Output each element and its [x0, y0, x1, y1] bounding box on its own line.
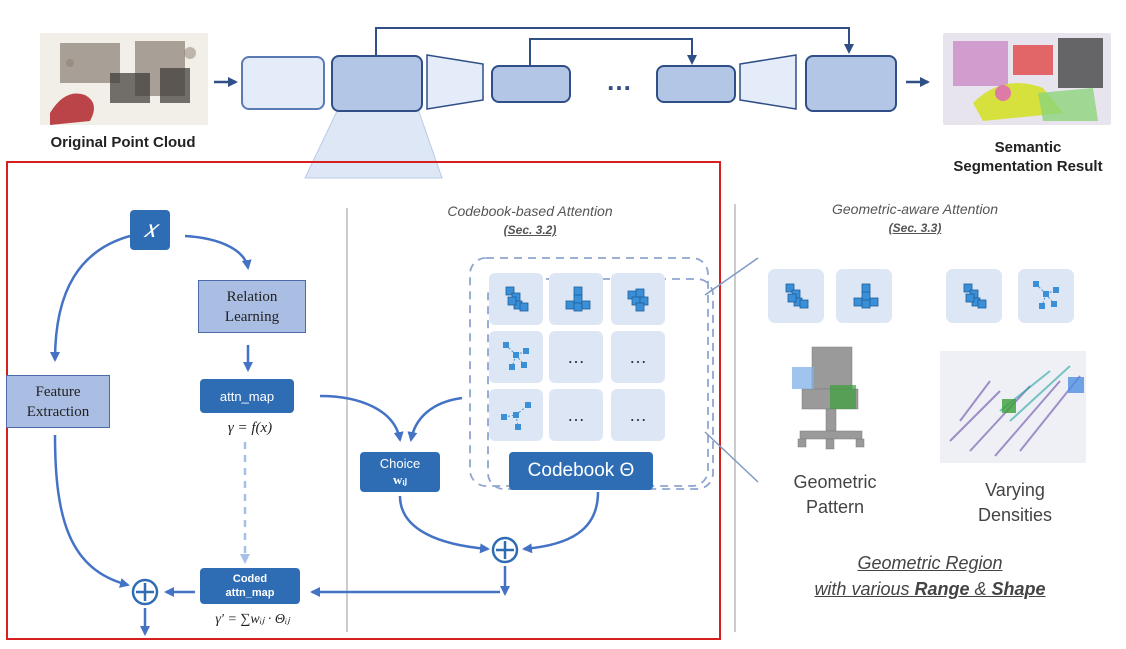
original-point-cloud-image [40, 33, 208, 125]
codebook-cell-cube-2 [549, 273, 603, 325]
decoder-block-1 [656, 65, 736, 103]
segmentation-label-line1: Semantic [994, 139, 1062, 156]
codebook-cell-ellipsis-4: … [611, 389, 665, 441]
varying-density-scan-image [940, 351, 1086, 463]
codebook-attention-ref: (Sec. 3.2) [503, 223, 557, 237]
codebook-cell-graph-1 [489, 331, 543, 383]
geometric-region-line2: with various Range & Shape [790, 576, 1070, 602]
choice-line1: Choice [379, 456, 421, 471]
region-amp: & [969, 579, 992, 599]
feature-extraction-line2: Extraction [26, 403, 90, 420]
relation-learning-box: Relation Learning [198, 280, 306, 333]
encoder-block-1 [241, 56, 325, 110]
input-x-node: 𝑥 [130, 210, 170, 250]
codebook-cell-cube-3 [611, 273, 665, 325]
density-cell-cube [946, 269, 1002, 323]
geometric-pattern-line2: Pattern [805, 497, 865, 517]
region-shape: Shape [991, 579, 1046, 599]
choice-line2: wᵢⱼ [393, 472, 407, 487]
geometric-attention-ref: (Sec. 3.3) [888, 221, 942, 235]
codebook-attention-title: Codebook-based Attention [447, 203, 613, 219]
feature-extraction-line1: Feature [35, 383, 81, 400]
downsample-trapezoid [426, 54, 484, 110]
encoder-block-2-highlighted [331, 55, 423, 112]
voxel-chair-image [790, 345, 870, 455]
attn-map-box: attn_map [200, 379, 294, 413]
pipeline-ellipsis: … [606, 65, 632, 96]
sum-node-left [131, 578, 159, 606]
segmentation-result-label: Semantic Segmentation Result [928, 138, 1126, 176]
geometric-pattern-line1: Geometric [793, 472, 877, 492]
original-point-cloud-label: Original Point Cloud [50, 134, 196, 151]
segmentation-label-line2: Segmentation Result [953, 158, 1103, 175]
codebook-cell-graph-2 [489, 389, 543, 441]
relation-learning-line2: Learning [224, 308, 280, 325]
gamma-prime-formula: γ′ = ∑wᵢⱼ · Θᵢⱼ [215, 612, 290, 627]
coded-attn-map-box: Coded attn_map [200, 568, 300, 604]
varying-densities-line2: Densities [977, 505, 1053, 525]
decoder-block-2 [805, 55, 897, 112]
pattern-cell-cube-2 [836, 269, 892, 323]
geometric-region-caption: Geometric Region with various Range & Sh… [790, 550, 1070, 602]
coded-attn-map-line1: Coded [232, 573, 268, 585]
varying-densities-label: Varying Densities [950, 478, 1080, 528]
choice-w-box: Choice wᵢⱼ [360, 452, 440, 492]
geometric-pattern-label: Geometric Pattern [770, 470, 900, 520]
geometric-region-line1: Geometric Region [857, 553, 1003, 573]
relation-learning-line1: Relation [226, 288, 278, 305]
region-prefix: with various [814, 579, 915, 599]
codebook-theta-box: Codebook Θ [509, 452, 653, 490]
codebook-cell-cube-1 [489, 273, 543, 325]
region-range: Range [914, 579, 970, 599]
codebook-cell-ellipsis-1: … [549, 331, 603, 383]
varying-densities-line1: Varying [985, 480, 1045, 500]
coded-attn-map-line2: attn_map [225, 587, 275, 599]
pattern-cell-cube-1 [768, 269, 824, 323]
gamma-formula: γ = f(x) [227, 420, 273, 436]
encoder-block-3 [491, 65, 571, 103]
feature-extraction-box: Feature Extraction [6, 375, 110, 428]
sum-node-middle [491, 536, 519, 564]
geometric-attention-title: Geometric-aware Attention [832, 201, 998, 217]
codebook-cell-ellipsis-3: … [549, 389, 603, 441]
upsample-trapezoid [739, 54, 797, 110]
codebook-cell-ellipsis-2: … [611, 331, 665, 383]
density-cell-graph [1018, 269, 1074, 323]
segmentation-result-image [943, 33, 1111, 125]
